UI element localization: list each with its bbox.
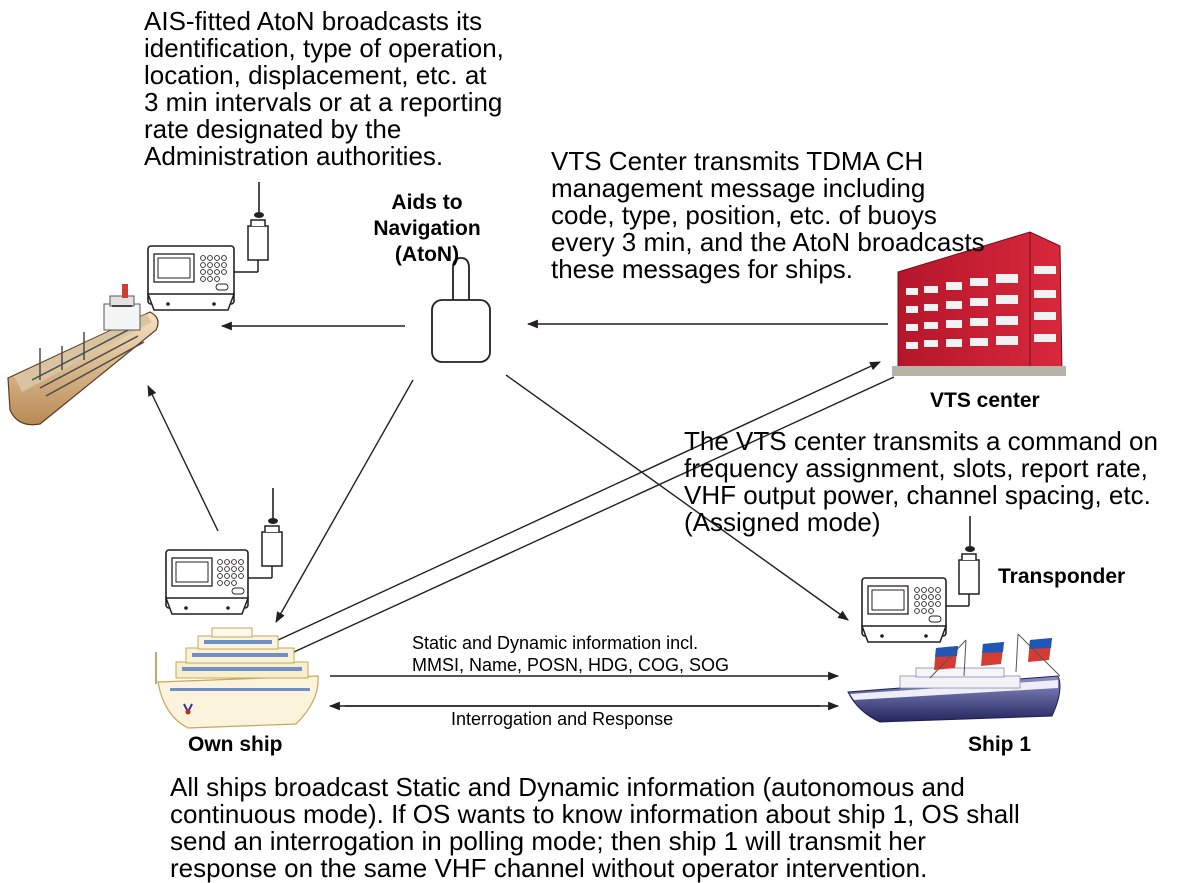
transponder-label: Transponder	[998, 565, 1126, 588]
arrows	[147, 319, 895, 711]
ais-unit-ship1-icon	[860, 516, 980, 643]
arrow-aton-to-ship1	[505, 374, 849, 621]
own-ship-label: Own ship	[188, 733, 283, 756]
vts-command-note: The VTS center transmits a command on fr…	[684, 426, 1158, 537]
arrow-vts-to-ownship	[282, 376, 895, 658]
ship1-label: Ship 1	[968, 733, 1032, 756]
arrow-ownship-to-tanker	[147, 385, 219, 532]
vts-center-building-icon	[892, 231, 1066, 376]
vts-management-note: VTS Center transmits TDMA CH management …	[551, 146, 985, 284]
aton-broadcast-note: AIS-fitted AtoN broadcasts its identific…	[144, 6, 504, 171]
arrow-ownship-to-vts	[275, 361, 881, 642]
aton-buoy-icon	[431, 257, 491, 363]
aton-label: Aids to Navigation (AtoN)	[373, 191, 481, 266]
own-ship-icon	[155, 627, 319, 729]
static-dynamic-label: Static and Dynamic information incl. MMS…	[412, 633, 730, 675]
ais-unit-tanker-icon	[146, 182, 269, 311]
tanker-ship-icon	[7, 284, 159, 426]
bottom-note: All ships broadcast Static and Dynamic i…	[170, 772, 1020, 883]
interrogation-label: Interrogation and Response	[451, 709, 674, 729]
arrow-aton-to-ownship	[275, 379, 414, 623]
ais-unit-ownship-icon	[164, 488, 283, 615]
ship1-icon	[847, 633, 1061, 723]
vts-center-label: VTS center	[930, 389, 1040, 412]
